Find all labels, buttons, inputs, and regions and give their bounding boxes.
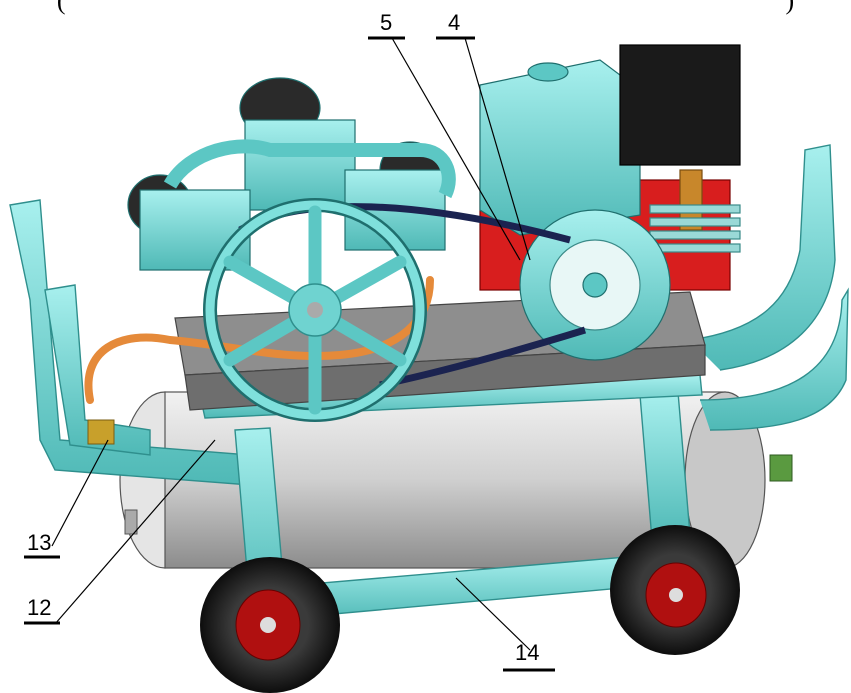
wheel-left bbox=[200, 557, 340, 693]
callout-label-4: 4 bbox=[448, 10, 460, 35]
callout-13: 13 bbox=[24, 530, 60, 559]
callout-leaders bbox=[51, 37, 531, 651]
drain-valve bbox=[87, 419, 115, 445]
safety-valve bbox=[769, 454, 793, 482]
callout-label-13: 13 bbox=[27, 530, 51, 555]
callout-5: 5 bbox=[368, 10, 405, 40]
flywheel-pulley bbox=[203, 198, 427, 422]
callout-label-5: 5 bbox=[380, 10, 392, 35]
caption-close: ) bbox=[785, 0, 795, 15]
callout-4: 4 bbox=[436, 10, 475, 40]
caption-open: ( bbox=[56, 0, 66, 15]
engine bbox=[479, 44, 741, 361]
right-handle-frame bbox=[689, 144, 849, 431]
caption-fragment: () bbox=[0, 0, 851, 16]
callout-12: 12 bbox=[24, 595, 60, 625]
wheel-right bbox=[610, 525, 740, 655]
compressor-head bbox=[127, 77, 456, 271]
callout-label-12: 12 bbox=[27, 595, 51, 620]
callout-14: 14 bbox=[503, 640, 555, 672]
callout-label-14: 14 bbox=[515, 640, 539, 665]
